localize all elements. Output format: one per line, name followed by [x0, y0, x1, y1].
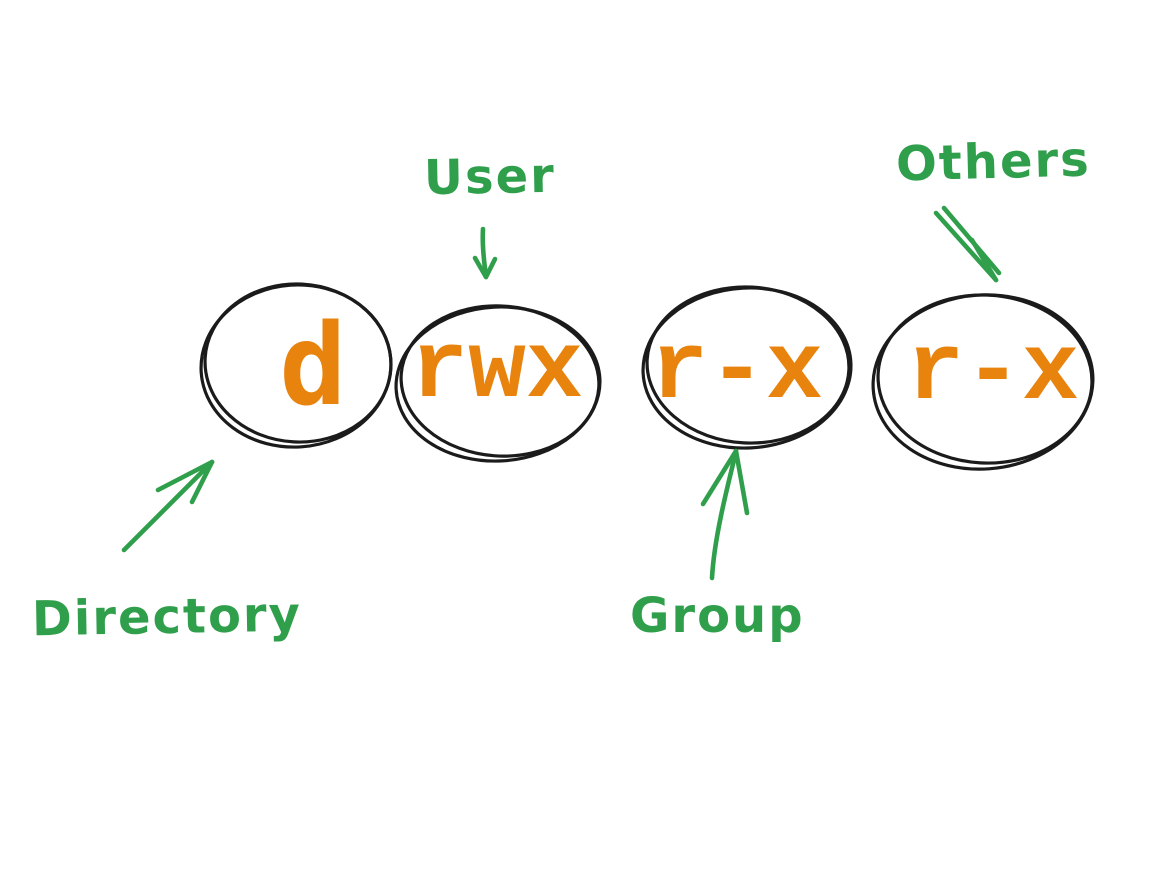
- permission-segment-others: r-x: [906, 318, 1080, 427]
- permission-segment-type: d: [279, 301, 347, 431]
- group-arrow: [700, 448, 750, 581]
- permission-segment-group: r-x: [650, 317, 824, 426]
- user-arrow: [472, 226, 498, 280]
- label-user: User: [423, 147, 557, 207]
- label-others: Others: [895, 131, 1092, 193]
- directory-arrow: [121, 459, 215, 553]
- permission-segment-user: rwx: [410, 316, 584, 425]
- label-group: Group: [630, 588, 805, 644]
- type-circle: [199, 282, 393, 449]
- others-permissions-circle: [871, 293, 1095, 471]
- others-arrow: [933, 205, 1002, 283]
- user-permissions-circle: [394, 304, 602, 463]
- label-directory: Directory: [31, 586, 303, 648]
- group-permissions-circle: [641, 285, 853, 450]
